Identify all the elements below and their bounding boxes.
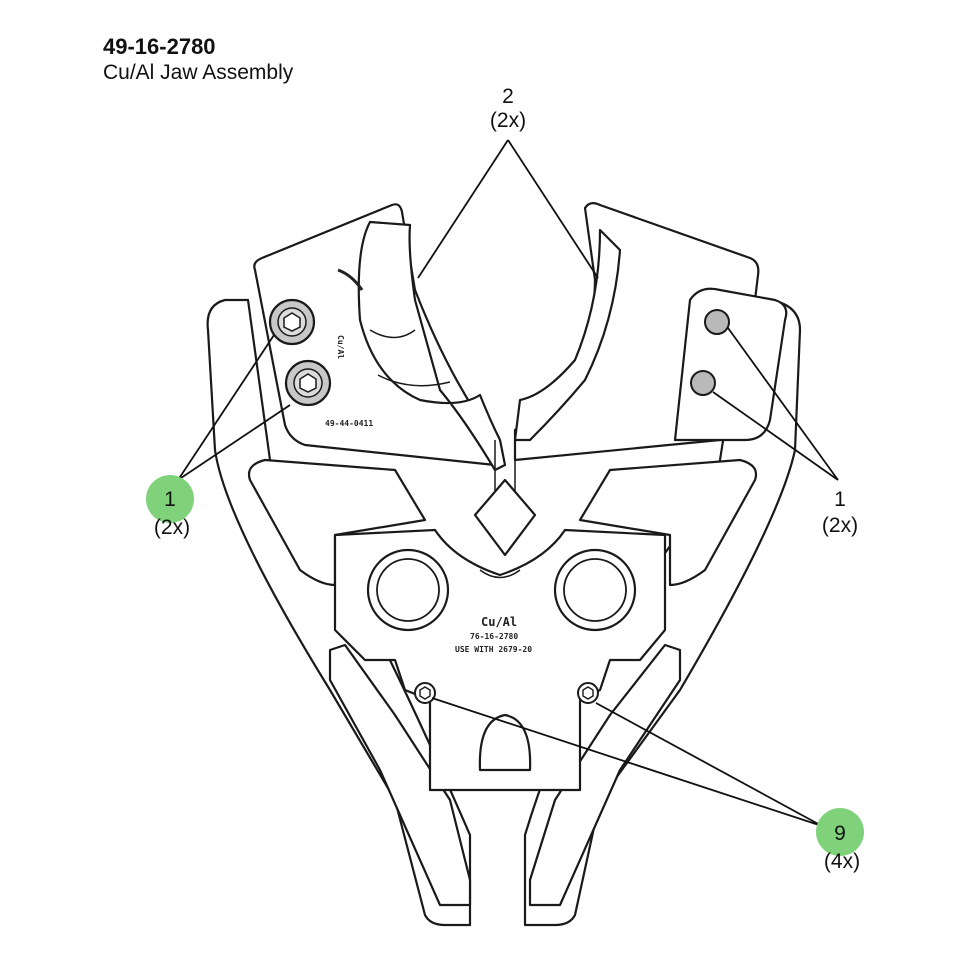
part-name: Cu/Al Jaw Assembly — [103, 61, 294, 84]
brand-logo-mark — [337, 268, 364, 291]
leader-2-right — [507, 139, 599, 279]
callout-9-number: 9 — [834, 822, 846, 845]
callout-1-right-number: 1 — [834, 488, 846, 511]
leader-1-left-upper — [177, 334, 275, 481]
cap-screw-lower — [284, 359, 332, 407]
right-bore — [553, 548, 637, 632]
block-code-stamp: 76-16-2780 — [470, 632, 518, 641]
leaders — [177, 139, 839, 827]
leader-1-right-upper — [727, 327, 839, 481]
center-diamond — [473, 478, 537, 557]
title-block: 49-16-2780 Cu/Al Jaw Assembly — [103, 34, 293, 86]
leader-2-left — [417, 139, 509, 279]
callout-1-left-qty: (2x) — [154, 516, 190, 539]
leader-9-left — [431, 697, 823, 827]
callout-1-left-number: 1 — [164, 488, 176, 511]
callout-2-qty: (2x) — [490, 109, 526, 132]
right-pin-upper — [704, 309, 730, 335]
set-screw-right — [577, 682, 599, 704]
left-cutter-edge — [369, 329, 451, 387]
right-leg — [528, 643, 682, 907]
right-side-plate — [673, 287, 788, 442]
left-bore — [366, 548, 450, 632]
part-number: 49-16-2780 — [103, 34, 216, 59]
right-inner-bracket — [578, 458, 758, 587]
callout-1-right-qty: (2x) — [822, 514, 858, 537]
left-cutter — [357, 220, 507, 472]
callout-9-highlight — [816, 808, 864, 856]
callout-9: 9 (4x) — [816, 808, 864, 873]
leader-1-right-lower — [712, 391, 839, 481]
callout-1-right: 1 (2x) — [822, 488, 858, 537]
lower-bore — [478, 713, 532, 772]
die-block-notch — [479, 569, 521, 579]
callout-1-left: 1 (2x) — [146, 475, 194, 539]
callout-2-number: 2 — [502, 85, 514, 108]
set-screw-left — [414, 682, 436, 704]
block-use-stamp: USE WITH 2679-20 — [455, 645, 532, 654]
callout-2: 2 (2x) — [490, 85, 526, 132]
right-cutter — [513, 228, 622, 442]
leader-1-left-lower — [177, 404, 291, 481]
callout-9-qty: (4x) — [824, 850, 860, 873]
left-leg — [328, 643, 472, 907]
jaw-code-stamp: 49-44-0411 — [325, 419, 373, 428]
right-pin-lower — [690, 370, 716, 396]
cap-screw-upper — [268, 298, 316, 346]
block-material-stamp: Cu/Al — [481, 615, 517, 629]
callout-1-left-highlight — [146, 475, 194, 523]
leader-9-right — [595, 702, 823, 827]
jaw-material-stamp: Cu/Al — [336, 335, 345, 359]
